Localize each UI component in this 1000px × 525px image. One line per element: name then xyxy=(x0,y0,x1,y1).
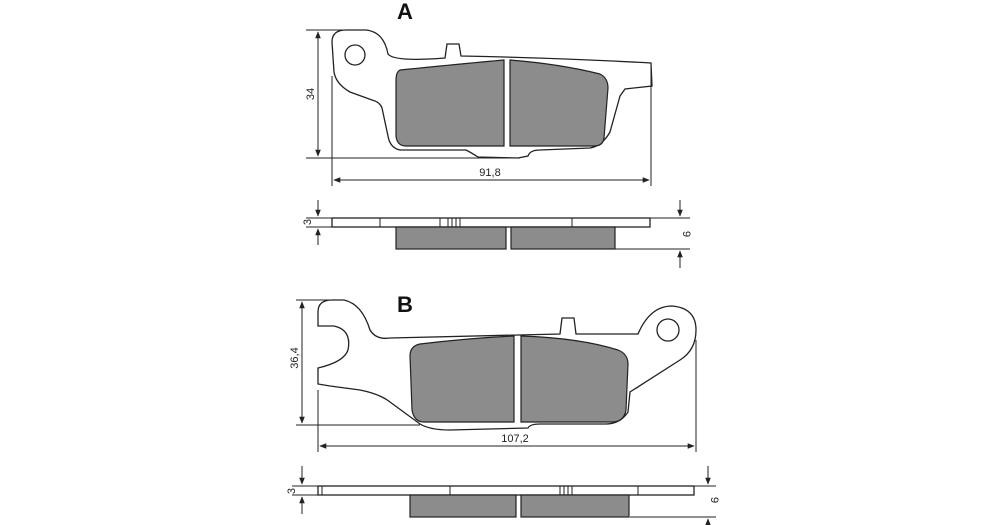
pad-b-side-plate-dim: 3 xyxy=(286,488,298,494)
pad-b-label: B xyxy=(397,292,413,317)
pad-a-side-view: 3 9 xyxy=(302,200,692,268)
pad-a-side-friction-right xyxy=(510,226,616,250)
pad-b-side-friction-left xyxy=(409,494,517,518)
pad-b-side-total-dim: 9 xyxy=(708,497,720,503)
pad-a-height-dim: 34 xyxy=(305,88,317,100)
pad-b-height-dim: 36,4 xyxy=(289,347,301,368)
pad-b-width-dim: 107,2 xyxy=(501,433,529,445)
pad-a-side-plate-dim: 3 xyxy=(302,219,314,225)
pad-a-group: A 34 91,8 xyxy=(302,0,692,268)
pad-a-side-total-dim: 9 xyxy=(680,231,692,237)
pad-b-mount-hole xyxy=(656,318,680,342)
pad-b-friction-right xyxy=(520,335,629,423)
pad-b-side-view: 3 9 xyxy=(286,466,720,525)
pad-b-side-friction-right xyxy=(520,494,630,518)
pad-a-width-dim: 91,8 xyxy=(479,167,500,179)
pad-b-group: B 36,4 107,2 xyxy=(286,292,720,525)
pad-a-side-friction-left xyxy=(395,226,507,250)
pad-a-mount-hole xyxy=(344,44,366,66)
pad-b-friction-left xyxy=(409,335,515,423)
pad-a-friction-left xyxy=(395,59,505,147)
pad-a-label: A xyxy=(397,0,413,24)
pad-a-friction-right xyxy=(509,59,609,147)
